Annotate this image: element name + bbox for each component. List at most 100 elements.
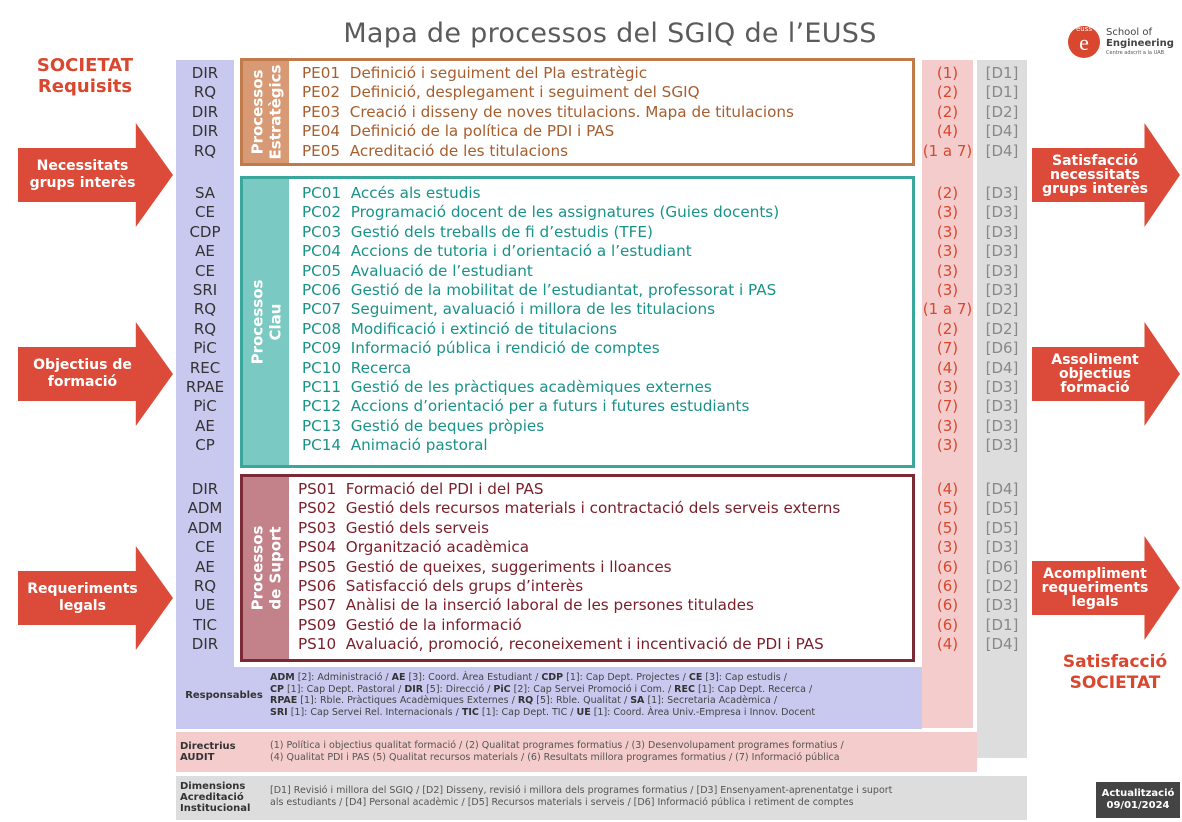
responsable-code: ADM xyxy=(187,518,223,537)
directriu-ref: (3) xyxy=(936,203,959,222)
process-code: PE02 xyxy=(302,83,341,102)
spacer xyxy=(341,339,351,357)
legend-desc: [1]: Cap Dept. Pastoral / xyxy=(283,683,405,695)
process-name: Anàlisi de la inserció laboral de les pe… xyxy=(345,596,754,615)
responsables-legend-label: Responsables xyxy=(185,690,263,701)
process-row: PC08 Modificació i extinció de titulacio… xyxy=(302,320,779,339)
process-code: PS03 xyxy=(298,518,337,537)
process-row: PS07 Anàlisi de la inserció laboral de l… xyxy=(298,596,840,615)
process-code: PS09 xyxy=(298,615,337,634)
process-code: PE04 xyxy=(302,122,341,141)
arrow-text: grups interès xyxy=(1042,181,1148,197)
process-row: PS10 Avaluació, promoció, reconeixement … xyxy=(298,635,840,654)
arrow-text: Acompliment xyxy=(1043,566,1147,582)
society-satisfaction-title: Satisfacció SOCIETAT xyxy=(1050,652,1180,694)
directriu-ref: (3) xyxy=(936,222,959,241)
spacer xyxy=(341,203,351,221)
directriu-ref: (1 a 7) xyxy=(922,300,973,319)
legend-key: SA xyxy=(630,695,645,706)
legend-text-line: [D1] Revisió i millora del SGIQ / [D2] D… xyxy=(270,785,893,796)
process-name: Gestió de la mobilitat de l’estudiantat,… xyxy=(350,281,777,300)
group-label-line1: Processos xyxy=(248,525,267,611)
process-row: PE05 Acreditació de les titulacions xyxy=(302,142,794,161)
spacer xyxy=(341,320,351,338)
process-row: PS05 Gestió de queixes, suggeriments i l… xyxy=(298,558,840,577)
process-row: PC01 Accés als estudis xyxy=(302,184,779,203)
legend-key: RPAE xyxy=(270,695,298,706)
legend-key: ADM xyxy=(270,672,295,683)
process-name: Creació i disseny de noves titulacions. … xyxy=(349,102,794,121)
process-code: PS04 xyxy=(298,538,337,557)
process-code: PS06 xyxy=(298,577,337,596)
arrow-text: necessitats xyxy=(1050,167,1140,183)
responsable-code: RQ xyxy=(193,141,217,160)
group-label-line2: Clau xyxy=(266,303,285,341)
logo-mark: euss e xyxy=(1068,25,1100,58)
directriu-ref: (5) xyxy=(936,499,959,518)
process-name: Gestió de les pràctiques acadèmiques ext… xyxy=(350,378,712,397)
responsable-code: DIR xyxy=(191,102,219,121)
process-name: Satisfacció dels grups d’interès xyxy=(345,577,584,596)
responsable-code: DIR xyxy=(191,64,219,82)
spacer xyxy=(341,436,351,454)
process-row: PE04 Definició de la política de PDI i P… xyxy=(302,122,794,141)
logo-line2: Engineering xyxy=(1106,38,1174,49)
process-row: PS06 Satisfacció dels grups d’interès xyxy=(298,577,840,596)
process-code: PC03 xyxy=(302,222,342,241)
process-row: PC04 Accions de tutoria i d’orientació a… xyxy=(302,242,779,261)
directriu-ref: (3) xyxy=(936,261,959,280)
dimensions-column xyxy=(977,60,1027,758)
legend-text-line: (1) Política i objectius qualitat formac… xyxy=(270,740,844,751)
responsable-code: REC xyxy=(189,358,221,377)
directrius-legend-label: Directrius AUDIT xyxy=(180,741,260,763)
arrow-text: Assoliment xyxy=(1051,352,1139,368)
responsable-code: DIR xyxy=(191,635,219,654)
process-code: PS02 xyxy=(298,499,337,518)
process-name: Modificació i extinció de titulacions xyxy=(350,319,618,338)
directriu-ref: (4) xyxy=(936,122,959,141)
arrow-text: requeriments xyxy=(1041,580,1149,596)
legend-desc: [1]: Secretaria Acadèmica / xyxy=(644,695,778,706)
responsable-code: RQ xyxy=(193,577,217,596)
responsable-code: TIC xyxy=(192,615,218,634)
support-dimensions: [D4][D5][D5][D3][D6][D2][D3][D1][D4] xyxy=(977,480,1027,655)
directrius-column xyxy=(922,60,973,728)
process-name: Definició i seguiment del Pla estratègic xyxy=(349,64,648,82)
process-name: Programació docent de les assignatures (… xyxy=(350,203,780,222)
responsable-code: DIR xyxy=(191,122,219,141)
society-title-line2: Requisits xyxy=(37,76,133,97)
spacer xyxy=(336,499,346,517)
spacer xyxy=(341,184,351,202)
legend-key: REC xyxy=(674,683,695,695)
strategic-processes-box xyxy=(240,58,915,166)
process-row: PC13 Gestió de beques pròpies xyxy=(302,417,779,436)
process-name: Avaluació, promoció, reconeixement i inc… xyxy=(345,635,824,654)
spacer xyxy=(341,378,351,396)
legend-key: PiC xyxy=(493,683,511,695)
directriu-ref: (2) xyxy=(936,102,959,121)
legend-label-line: Dimensions xyxy=(180,781,246,792)
directriu-ref: (3) xyxy=(936,538,959,557)
process-name: Accés als estudis xyxy=(350,184,481,202)
dimension-ref: [D3] xyxy=(985,184,1019,202)
legend-label-line: Directrius xyxy=(180,741,236,752)
process-row: PC05 Avaluació de l’estudiant xyxy=(302,262,779,281)
process-row: PS02 Gestió dels recursos materials i co… xyxy=(298,499,840,518)
spacer xyxy=(336,596,346,614)
legend-key: CE xyxy=(688,672,703,683)
society-requirements-title: SOCIETAT Requisits xyxy=(20,55,150,97)
legend-label-line: AUDIT xyxy=(180,752,215,763)
process-name: Accions d’orientació per a futurs i futu… xyxy=(350,397,750,416)
process-row: PC14 Animació pastoral xyxy=(302,436,779,455)
process-code: PC06 xyxy=(302,281,342,300)
process-code: PS01 xyxy=(298,480,337,498)
spacer xyxy=(336,538,346,556)
strategic-process-list: PE01 Definició i seguiment del Pla estra… xyxy=(302,64,794,161)
